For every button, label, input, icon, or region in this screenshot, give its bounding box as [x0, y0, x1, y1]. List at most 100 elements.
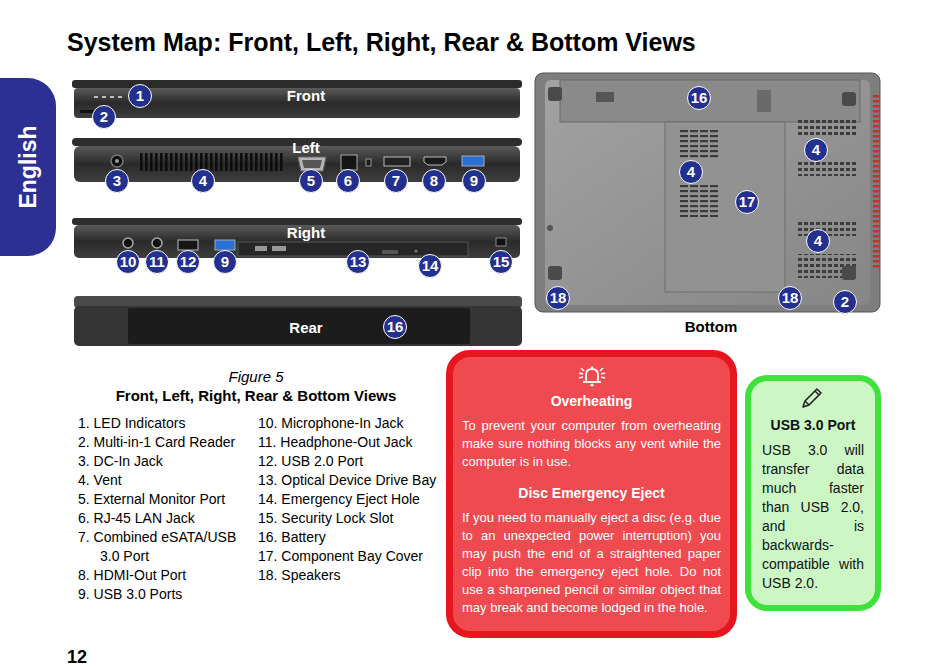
right-view [72, 218, 522, 258]
right-view [123, 238, 133, 248]
front-view [72, 80, 522, 118]
bottom-view [798, 118, 858, 138]
left-view [111, 155, 123, 167]
parts-list-item: 4. Vent [78, 471, 243, 490]
left-view [366, 159, 371, 166]
box-heading: Overheating [462, 393, 721, 409]
bell-icon [590, 383, 593, 386]
page-number: 12 [67, 647, 87, 668]
callout-number: 11 [145, 250, 169, 274]
front-view [110, 96, 114, 98]
view-label: Front [287, 87, 325, 104]
callout-number: 14 [418, 254, 442, 278]
bell-icon [601, 373, 605, 374]
pen-icon [805, 401, 809, 405]
callout-number: 16 [687, 86, 711, 110]
callout-number: 18 [778, 286, 802, 310]
bottom-view [842, 92, 856, 106]
parts-list-item: 15. Security Lock Slot [258, 509, 448, 528]
callout-number: 8 [422, 169, 446, 193]
parts-list-item: 9. USB 3.0 Ports [78, 585, 243, 604]
rear-view [74, 306, 522, 346]
right-view [415, 250, 418, 253]
callout-number: 4 [804, 138, 828, 162]
bell-icon [579, 373, 583, 374]
right-view [272, 246, 286, 251]
language-tab: English [0, 78, 56, 256]
view-label: Bottom [685, 318, 738, 335]
view-label: Right [287, 224, 325, 241]
callout-number: 7 [384, 169, 408, 193]
box-text: If you need to manually eject a disc (e.… [462, 509, 721, 617]
parts-list-item: 6. RJ-45 LAN Jack [78, 509, 243, 528]
bottom-view [535, 73, 880, 312]
parts-list-item: 2. Multi-in-1 Card Reader [78, 433, 243, 452]
callout-number: 4 [806, 229, 830, 253]
parts-list-item: 18. Speakers [258, 566, 448, 585]
box-heading: USB 3.0 Port [762, 417, 864, 433]
callout-number: 4 [191, 169, 215, 193]
rear-view [128, 308, 470, 344]
callout-number: 9 [213, 250, 237, 274]
left-view [115, 159, 119, 163]
bottom-view [545, 80, 870, 305]
left-view [302, 160, 322, 168]
parts-list-item: 11. Headphone-Out Jack [258, 433, 448, 452]
pen-icon [815, 391, 819, 395]
bottom-view [842, 266, 856, 280]
view-label: Left [292, 139, 320, 156]
warning-box: OverheatingTo prevent your computer from… [446, 350, 737, 638]
parts-list-item: 12. USB 2.0 Port [258, 452, 448, 471]
figure-title: Front, Left, Right, Rear & Bottom Views [56, 387, 456, 404]
right-view [215, 240, 235, 250]
left-view [424, 157, 446, 165]
callout-number: 15 [489, 250, 513, 274]
bottom-view [547, 225, 553, 231]
front-view [118, 96, 122, 98]
pen-icon [803, 389, 821, 407]
bell-icon [601, 377, 605, 378]
parts-list: 10. Microphone-In Jack11. Headphone-Out … [258, 414, 448, 585]
page-title: System Map: Front, Left, Right, Rear & B… [67, 28, 696, 57]
bell-icon [583, 381, 601, 383]
callout-number: 9 [462, 169, 486, 193]
callout-number: 6 [336, 169, 360, 193]
bell-icon [576, 363, 608, 389]
pen-icon [797, 385, 829, 411]
parts-list-item: 1. LED Indicators [78, 414, 243, 433]
left-view [140, 153, 285, 171]
bell-icon [600, 368, 603, 371]
bottom-view [757, 90, 771, 112]
left-view [384, 157, 410, 166]
parts-list-item: 5. External Monitor Port [78, 490, 243, 509]
callout-number: 4 [679, 160, 703, 184]
figure-caption: Figure 5 [106, 368, 406, 385]
callout-number: 2 [833, 290, 857, 314]
bell-icon [586, 369, 598, 382]
right-view [152, 238, 162, 248]
bottom-view [798, 162, 858, 176]
parts-list-item: 7. Combined eSATA/USB 3.0 Port [78, 528, 243, 566]
note-box: USB 3.0 PortUSB 3.0 will transfer data m… [745, 375, 881, 611]
parts-list-item: 16. Battery [258, 528, 448, 547]
bottom-view [535, 73, 880, 312]
right-view [255, 246, 267, 251]
parts-list-item: 8. HDMI-Out Port [78, 566, 243, 585]
bottom-view [678, 185, 718, 217]
callout-number: 10 [116, 250, 140, 274]
box-heading: Disc Emergency Eject [462, 485, 721, 501]
bottom-view [548, 87, 562, 101]
callout-number: 1 [128, 84, 152, 108]
bottom-view [596, 92, 614, 102]
right-view [496, 238, 506, 246]
parts-list-item: 13. Optical Device Drive Bay [258, 471, 448, 490]
callout-number: 13 [346, 250, 370, 274]
bell-icon [579, 377, 583, 378]
bottom-view [665, 122, 785, 292]
parts-list-item: 10. Microphone-In Jack [258, 414, 448, 433]
bottom-view [873, 95, 880, 270]
left-view [341, 155, 357, 170]
box-text: USB 3.0 will transfer data much faster t… [762, 441, 864, 593]
bottom-view [548, 266, 562, 280]
